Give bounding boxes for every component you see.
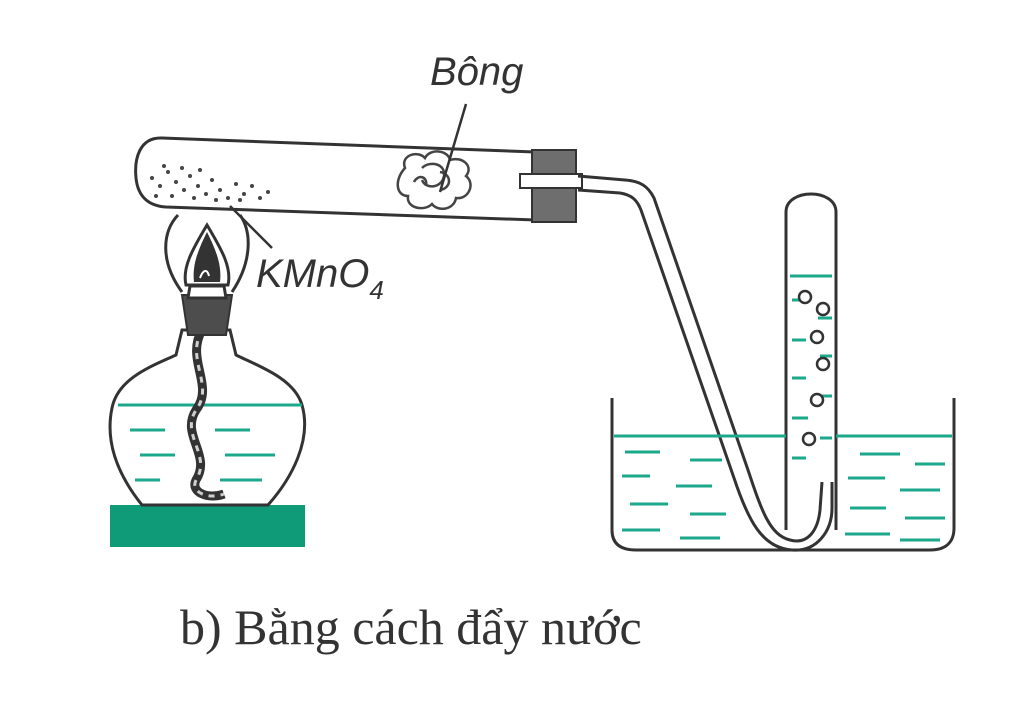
delivery-tube: [577, 174, 834, 552]
lamp-neck: [180, 294, 234, 336]
kmno4-powder: [150, 164, 270, 202]
collection-tube: [784, 192, 838, 530]
kmno4-label-subscript: 4: [369, 275, 384, 305]
lamp-wick: [186, 327, 226, 501]
spirit-lamp-body: [108, 328, 307, 507]
figure-caption: b) Bằng cách đẩy nước: [180, 599, 642, 655]
kmno4-label-main: KMnO: [256, 252, 370, 296]
kmno4-label: KMnO4: [256, 252, 384, 305]
lamp-flame: [183, 222, 231, 287]
cotton-label: Bông: [430, 50, 524, 94]
gas-bubbles: [797, 289, 831, 447]
trough-water: [614, 434, 952, 542]
lamp-stand: [110, 505, 305, 547]
test-tube: [134, 136, 537, 222]
water-trough: [610, 398, 956, 552]
cotton-wad: [396, 150, 472, 211]
kmno4-leader-line: [229, 205, 273, 249]
cotton-leader-line: [438, 103, 468, 193]
lamp-liquid: [118, 403, 302, 482]
